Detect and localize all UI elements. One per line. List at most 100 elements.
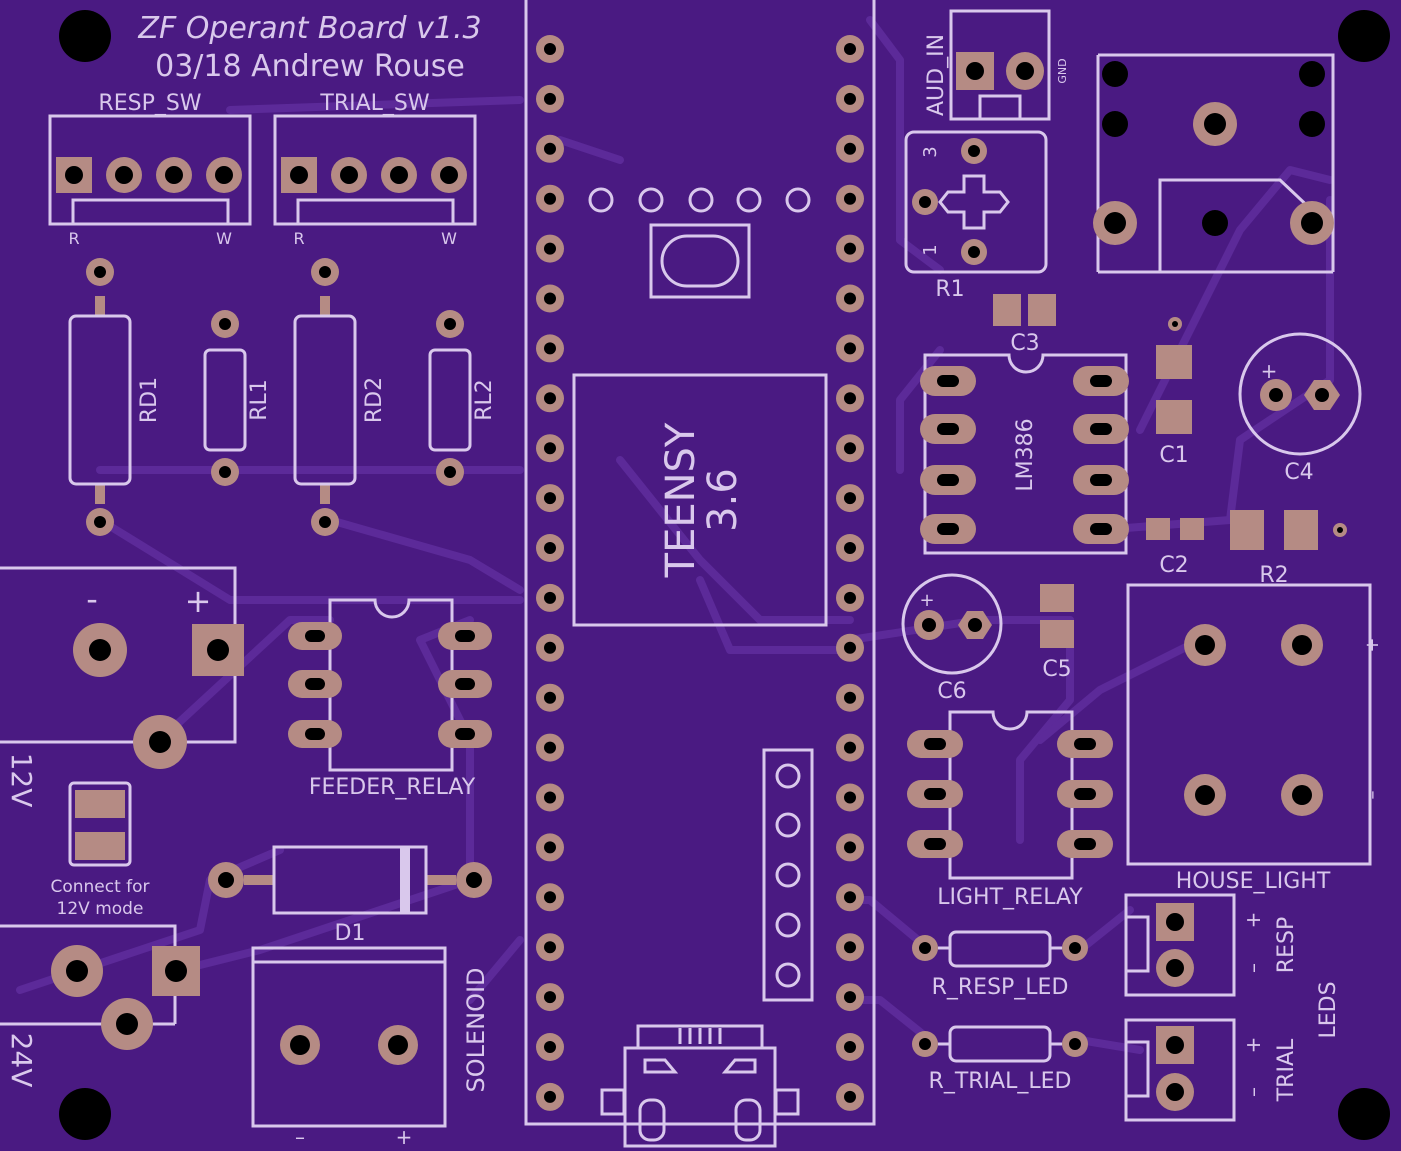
c6-plus: + bbox=[919, 590, 934, 611]
r1-pin1-label: 1 bbox=[920, 244, 941, 255]
aud-in-gnd-label: GND bbox=[1056, 58, 1069, 83]
c1-label: C1 bbox=[1159, 443, 1188, 468]
rl1-label: RL1 bbox=[247, 379, 272, 421]
d1-label: D1 bbox=[335, 921, 366, 946]
c2-capacitor: C2 bbox=[1146, 518, 1204, 578]
board-subtitle: 03/18 Andrew Rouse bbox=[155, 49, 465, 84]
r1-potentiometer: 3 1 R1 bbox=[904, 130, 1048, 302]
solenoid-connector: – + SOLENOID bbox=[251, 946, 490, 1149]
teensy-pin-hole bbox=[544, 941, 556, 954]
resp-sw-label: RESP_SW bbox=[98, 91, 201, 116]
teensy-pin-hole bbox=[844, 392, 856, 405]
house-light-minus: – bbox=[1362, 791, 1383, 800]
teensy-pin-hole bbox=[544, 1041, 556, 1053]
jumper-note-line1: Connect for bbox=[50, 877, 149, 897]
trial-sw-r-label: R bbox=[293, 229, 304, 248]
feeder-relay: FEEDER_RELAY bbox=[288, 598, 492, 800]
teensy-pin-hole bbox=[544, 691, 556, 704]
aud-in-label: AUD_IN bbox=[924, 34, 949, 116]
rd1-label: RD1 bbox=[137, 377, 162, 423]
teensy-pin-hole bbox=[544, 542, 556, 554]
r-resp-led-label: R_RESP_LED bbox=[932, 975, 1069, 1000]
c4-plus: + bbox=[1261, 359, 1278, 383]
teensy-pin-hole bbox=[844, 442, 856, 455]
resp-sw-w-label: W bbox=[216, 229, 232, 248]
r-resp-led-resistor: R_RESP_LED bbox=[912, 930, 1088, 1000]
trial-led-minus: – bbox=[1241, 1087, 1265, 1097]
teensy-pin-hole bbox=[844, 591, 856, 604]
light-relay: LIGHT_RELAY bbox=[907, 710, 1113, 910]
teensy-pin-hole bbox=[544, 791, 556, 804]
c6-capacitor: + C6 bbox=[901, 573, 1003, 704]
rl1-resistor: RL1 bbox=[203, 310, 272, 486]
c5-label: C5 bbox=[1042, 657, 1071, 682]
aud-in-connector: AUD_IN GND bbox=[924, 9, 1069, 121]
teensy-pin-hole bbox=[844, 43, 856, 55]
trial-led-label: TRIAL bbox=[1274, 1038, 1299, 1102]
mounting-holes bbox=[59, 10, 1390, 1140]
teensy-module: TEENSY 3.6 bbox=[524, 0, 876, 1148]
power-jack-24v: 24V bbox=[0, 924, 200, 1088]
trial-led-plus: + bbox=[1241, 1037, 1265, 1054]
teensy-pin-hole bbox=[544, 292, 556, 305]
r1-label: R1 bbox=[935, 277, 964, 302]
teensy-pin-hole bbox=[544, 891, 556, 904]
label-24v: 24V bbox=[5, 1033, 38, 1088]
solenoid-plus: + bbox=[396, 1125, 413, 1149]
teensy-pin-hole bbox=[544, 392, 556, 405]
leds-label: LEDS bbox=[1316, 981, 1341, 1038]
teensy-pin-hole bbox=[844, 492, 856, 505]
trial-sw-label: TRIAL_SW bbox=[319, 91, 429, 116]
c3-capacitor: C3 bbox=[993, 294, 1056, 356]
r-trial-led-resistor: R_TRIAL_LED bbox=[912, 1025, 1088, 1094]
solenoid-label: SOLENOID bbox=[462, 967, 490, 1092]
c3-label: C3 bbox=[1010, 331, 1039, 356]
teensy-pin-hole bbox=[544, 991, 556, 1004]
teensy-pin-hole bbox=[544, 192, 556, 205]
teensy-pin-hole bbox=[844, 991, 856, 1004]
house-light-connector: + – HOUSE_LIGHT bbox=[1126, 583, 1383, 894]
rl2-resistor: RL2 bbox=[428, 310, 497, 486]
resp-led-plus: + bbox=[1241, 912, 1265, 929]
resp-led-label: RESP bbox=[1274, 917, 1299, 973]
teensy-pin-hole bbox=[844, 92, 856, 105]
solenoid-minus: – bbox=[295, 1125, 305, 1149]
jack-12v-minus: - bbox=[86, 580, 98, 618]
teensy-pin-hole bbox=[544, 92, 556, 105]
teensy-pin-hole bbox=[844, 192, 856, 205]
audio-jack bbox=[1093, 53, 1335, 274]
jumper-note-line2: 12V mode bbox=[57, 899, 144, 919]
trial-led-connector: + – TRIAL bbox=[1124, 1018, 1299, 1122]
teensy-pin-header bbox=[536, 35, 864, 1111]
teensy-pin-hole bbox=[844, 841, 856, 854]
c5-capacitor: C5 bbox=[1040, 584, 1074, 682]
teensy-pin-hole bbox=[544, 242, 556, 255]
teensy-pin-hole bbox=[544, 492, 556, 505]
teensy-pin-hole bbox=[844, 242, 856, 255]
teensy-pin-hole bbox=[844, 142, 856, 155]
teensy-pin-hole bbox=[844, 1090, 856, 1103]
jack-12v-plus: + bbox=[185, 582, 212, 620]
teensy-pin-hole bbox=[844, 542, 856, 554]
lm386-chip: LM386 bbox=[920, 353, 1129, 555]
teensy-pin-hole bbox=[544, 442, 556, 455]
c4-label: C4 bbox=[1284, 460, 1313, 485]
teensy-version: 3.6 bbox=[700, 468, 746, 532]
teensy-pin-hole bbox=[544, 741, 556, 754]
lm386-label: LM386 bbox=[1013, 418, 1038, 491]
house-light-label: HOUSE_LIGHT bbox=[1176, 869, 1331, 894]
teensy-pin-hole bbox=[544, 591, 556, 604]
teensy-pin-hole bbox=[544, 342, 556, 355]
rd2-label: RD2 bbox=[362, 377, 387, 423]
teensy-pin-hole bbox=[844, 292, 856, 305]
rd2-resistor: RD2 bbox=[293, 258, 387, 536]
teensy-label: TEENSY bbox=[658, 422, 704, 578]
teensy-pin-hole bbox=[844, 791, 856, 804]
light-relay-label: LIGHT_RELAY bbox=[937, 885, 1083, 910]
feeder-relay-label: FEEDER_RELAY bbox=[309, 775, 476, 800]
teensy-pin-hole bbox=[844, 741, 856, 754]
teensy-pin-hole bbox=[844, 641, 856, 654]
teensy-pin-hole bbox=[544, 641, 556, 654]
resp-led-minus: – bbox=[1241, 963, 1265, 973]
